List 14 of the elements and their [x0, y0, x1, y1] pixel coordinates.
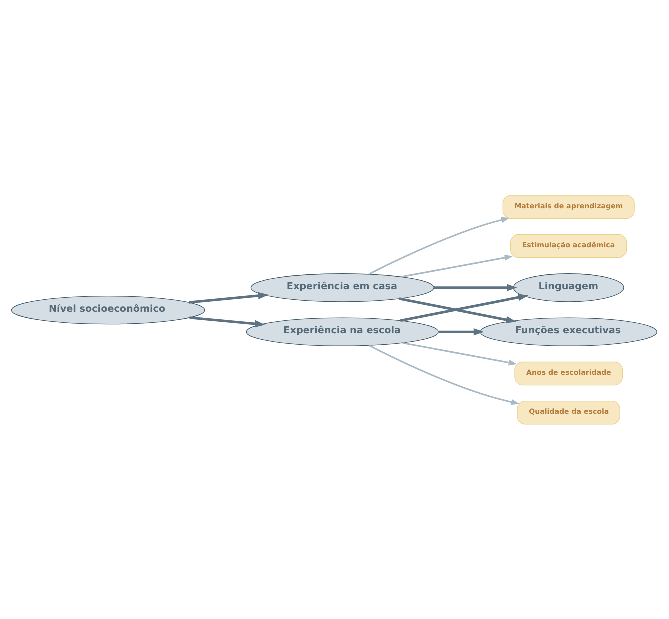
arrow — [401, 254, 514, 278]
arrow — [400, 294, 529, 322]
arrow — [190, 316, 266, 328]
node-ellipse: Funções executivas — [480, 317, 658, 346]
arrow — [434, 284, 518, 291]
node-ellipse: Experiência na escola — [246, 317, 440, 346]
arrow — [399, 297, 517, 323]
arrow — [402, 342, 518, 366]
arrow — [368, 216, 510, 275]
arrow — [189, 292, 269, 304]
node-ellipse: Nível socioeconômico — [11, 296, 206, 324]
arrow — [368, 344, 520, 405]
arrow — [438, 328, 484, 336]
node-ellipse: Experiência em casa — [250, 273, 434, 302]
